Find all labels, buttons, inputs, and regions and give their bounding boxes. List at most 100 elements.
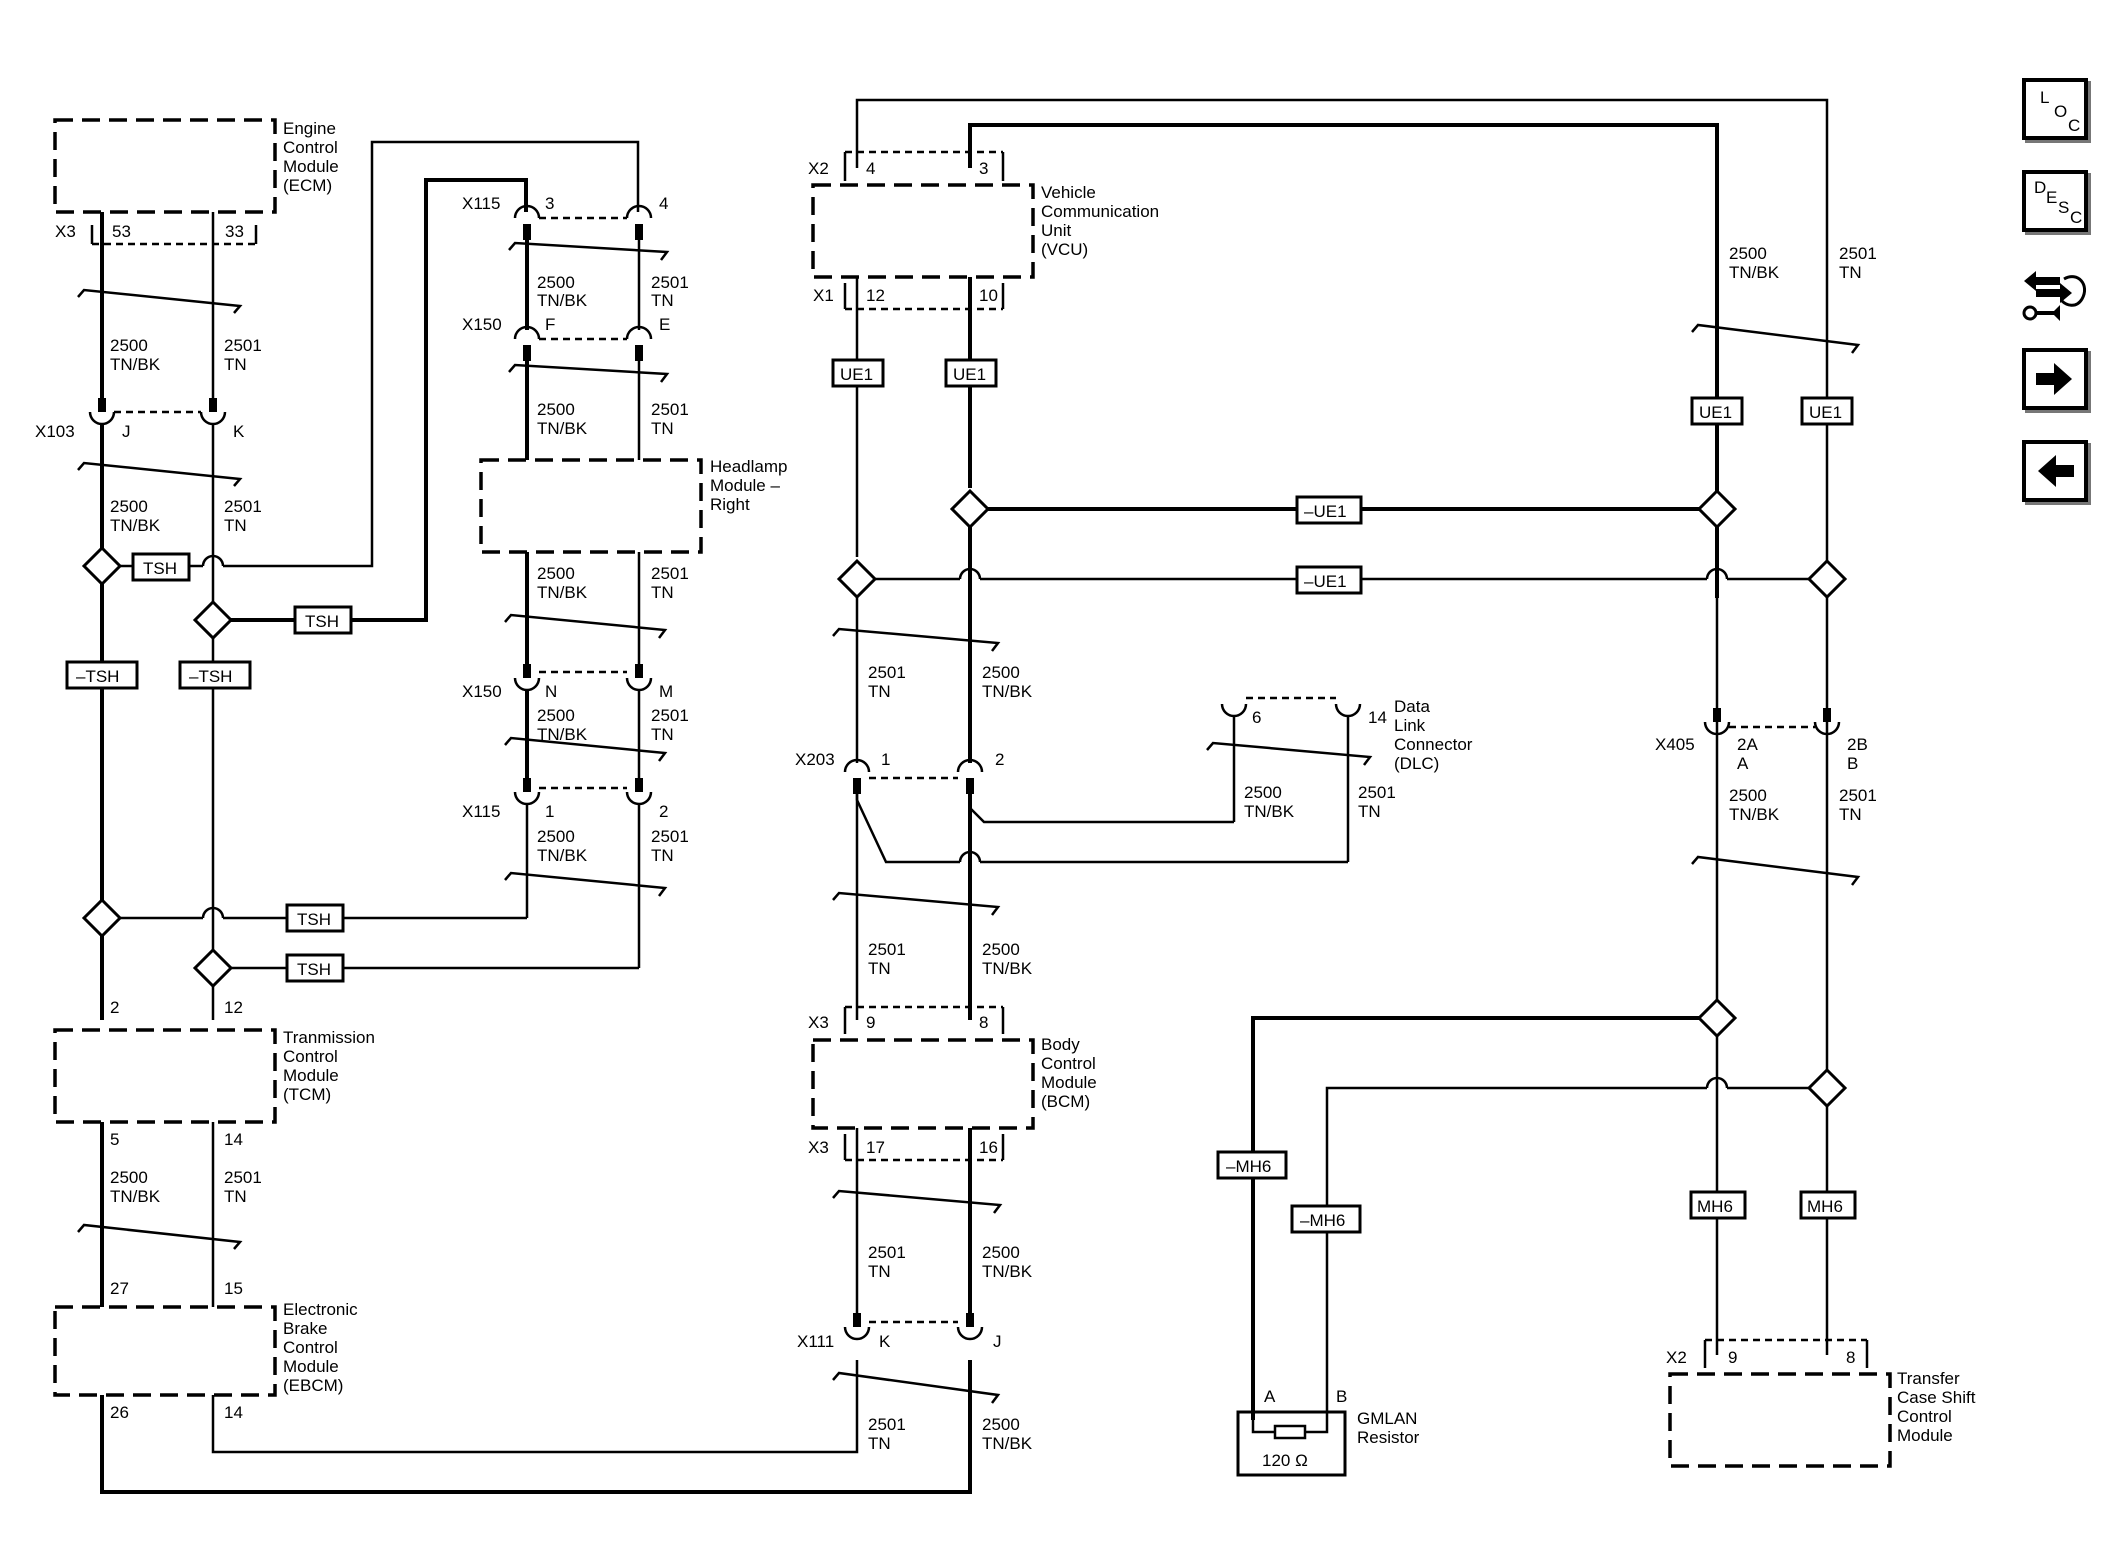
twisted-pair-marker <box>77 1223 243 1250</box>
svg-text:2501: 2501 <box>651 564 689 583</box>
svg-text:8: 8 <box>1846 1348 1855 1367</box>
twisted-pair-marker <box>832 891 1001 916</box>
svg-text:X3: X3 <box>808 1138 829 1157</box>
loc-button[interactable]: L O C <box>2022 78 2088 140</box>
twisted-pair-marker <box>1206 741 1373 766</box>
connector-x150-bottom: X150 N M <box>462 664 673 701</box>
svg-text:TN: TN <box>868 1434 891 1453</box>
svg-text:K: K <box>879 1332 891 1351</box>
svg-text:–TSH: –TSH <box>76 667 119 686</box>
svg-text:X103: X103 <box>35 422 75 441</box>
svg-text:GMLAN: GMLAN <box>1357 1409 1417 1428</box>
svg-text:J: J <box>993 1332 1002 1351</box>
svg-text:2500: 2500 <box>110 336 148 355</box>
svg-text:2500: 2500 <box>1729 244 1767 263</box>
svg-text:F: F <box>545 315 555 334</box>
desc-button[interactable]: D E S C <box>2022 170 2088 232</box>
ebcm-module[interactable]: Electronic Brake Control Module (EBCM) <box>53 1300 358 1397</box>
svg-text:2501: 2501 <box>651 827 689 846</box>
twisted-pair-marker <box>504 871 668 897</box>
svg-text:1: 1 <box>545 802 554 821</box>
svg-text:Module: Module <box>1897 1426 1953 1445</box>
svg-text:N: N <box>545 682 557 701</box>
svg-text:16: 16 <box>979 1138 998 1157</box>
connector-x111: X111 K J <box>797 1313 1002 1351</box>
connector-x203: X203 1 2 <box>795 750 1004 794</box>
svg-text:2500: 2500 <box>982 940 1020 959</box>
ecm-module[interactable]: Engine Control Module (ECM) <box>53 118 339 214</box>
svg-text:–TSH: –TSH <box>189 667 232 686</box>
svg-text:A: A <box>1737 754 1749 773</box>
svg-text:2501: 2501 <box>868 663 906 682</box>
svg-text:–UE1: –UE1 <box>1304 572 1347 591</box>
svg-text:2500: 2500 <box>1244 783 1282 802</box>
svg-text:Connector: Connector <box>1394 735 1473 754</box>
twisted-pair-marker <box>832 1189 1003 1214</box>
svg-text:M: M <box>659 682 673 701</box>
connector-x405: X405 2A A 2B B <box>1655 708 1868 773</box>
svg-text:X1: X1 <box>813 286 834 305</box>
svg-text:TN: TN <box>1839 263 1862 282</box>
vcu-module[interactable]: Vehicle Communication Unit (VCU) <box>811 183 1159 279</box>
tcsm-connector-x2: X2 9 8 <box>1666 1338 1869 1368</box>
svg-text:2500: 2500 <box>110 497 148 516</box>
svg-text:Brake: Brake <box>283 1319 327 1338</box>
previous-page-button[interactable] <box>2022 440 2088 502</box>
neg-tsh-label: –TSH <box>178 660 252 690</box>
svg-text:Control: Control <box>1041 1054 1096 1073</box>
svg-text:TSH: TSH <box>143 559 177 578</box>
svg-text:5: 5 <box>110 1130 119 1149</box>
tsh-label: TSH <box>293 605 353 635</box>
svg-text:TN: TN <box>1358 802 1381 821</box>
svg-text:X150: X150 <box>462 315 502 334</box>
splice-pack <box>1806 1067 1848 1109</box>
svg-text:Control: Control <box>283 1047 338 1066</box>
svg-text:53: 53 <box>112 222 131 241</box>
svg-text:14: 14 <box>224 1130 243 1149</box>
svg-text:X2: X2 <box>1666 1348 1687 1367</box>
twisted-pair-marker <box>504 613 668 639</box>
svg-text:2501: 2501 <box>868 940 906 959</box>
svg-text:TN: TN <box>1839 805 1862 824</box>
gmlan-resistor[interactable]: A B 120 Ω GMLAN Resistor <box>1236 1387 1420 1477</box>
svg-text:2500: 2500 <box>982 1243 1020 1262</box>
splice-pack <box>836 558 878 600</box>
svg-text:4: 4 <box>659 194 668 213</box>
svg-text:2501: 2501 <box>868 1415 906 1434</box>
svg-text:UE1: UE1 <box>1699 403 1732 422</box>
transfer-case-shift-control-module[interactable]: Transfer Case Shift Control Module <box>1668 1369 1976 1468</box>
svg-text:2500: 2500 <box>110 1168 148 1187</box>
svg-text:X3: X3 <box>808 1013 829 1032</box>
svg-text:TN/BK: TN/BK <box>982 682 1033 701</box>
svg-text:3: 3 <box>979 159 988 178</box>
connector-x115-top: X115 3 4 <box>462 194 668 240</box>
svg-text:14: 14 <box>224 1403 243 1422</box>
bcm-module[interactable]: Body Control Module (BCM) <box>811 1035 1097 1130</box>
svg-text:Data: Data <box>1394 697 1430 716</box>
neg-mh6-label: –MH6 <box>1216 1150 1288 1180</box>
svg-text:TN/BK: TN/BK <box>110 516 161 535</box>
svg-text:TN/BK: TN/BK <box>982 1262 1033 1281</box>
twisted-pair-marker <box>504 736 668 762</box>
twisted-pair-marker <box>1691 855 1861 886</box>
svg-text:Control: Control <box>1897 1407 1952 1426</box>
splice-pack <box>192 599 234 641</box>
svg-text:Transfer: Transfer <box>1897 1369 1960 1388</box>
data-link-connector[interactable]: 6 14 Data Link Connector (DLC) <box>1220 696 1473 773</box>
svg-text:X2: X2 <box>808 159 829 178</box>
svg-text:TN: TN <box>224 1187 247 1206</box>
neg-mh6-label: –MH6 <box>1290 1204 1362 1234</box>
tcm-module[interactable]: Tranmission Control Module (TCM) <box>53 1028 375 1124</box>
svg-text:X111: X111 <box>797 1332 834 1351</box>
svg-text:12: 12 <box>866 286 885 305</box>
svg-text:UE1: UE1 <box>1809 403 1842 422</box>
next-page-button[interactable] <box>2022 348 2088 410</box>
bcm-connector-x3-top: X3 9 8 <box>808 1005 1005 1034</box>
headlamp-module-right[interactable]: Headlamp Module – Right <box>479 457 788 554</box>
neg-ue1-label: –UE1 <box>1295 495 1363 525</box>
component-views-icon[interactable] <box>2020 265 2092 331</box>
svg-text:TN: TN <box>651 291 674 310</box>
twisted-pair-marker <box>832 1371 1001 1404</box>
svg-text:TN: TN <box>651 725 674 744</box>
bcm-connector-x3-bottom: X3 17 16 <box>808 1134 1005 1162</box>
